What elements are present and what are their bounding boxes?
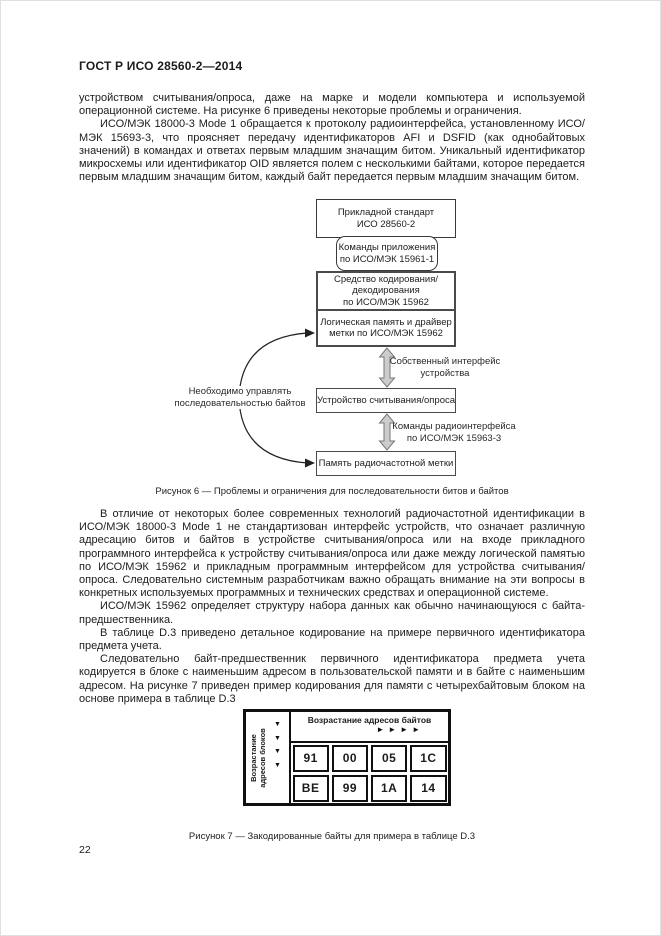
arrowhead-icon — [305, 458, 315, 468]
right-triangle-icons: ►►►► — [376, 725, 424, 734]
byte-axis-label: Возрастание адресов байтов — [307, 715, 432, 725]
figure-7-caption: Рисунок 7 — Закодированные байты для при… — [188, 831, 476, 842]
block-axis-label: Возрастание адресов блоков — [249, 728, 267, 788]
paragraph: ИСО/МЭК 18000-3 Mode 1 обращается к прот… — [79, 118, 585, 184]
down-triangle-icon: ▼ — [274, 734, 281, 742]
byte-cell: 00 — [331, 744, 368, 772]
page-number: 22 — [79, 844, 91, 856]
box-encoder-decoder: Средство кодирования/ декодирования по И… — [316, 271, 456, 311]
text-block-top: устройством считывания/опроса, даже на м… — [79, 92, 585, 184]
byte-cell: 91 — [292, 744, 329, 772]
byte-grid-area: Возрастание адресов байтов ►►►► 91 00 05… — [291, 712, 448, 803]
figure-6-diagram: Прикладной стандарт ИСО 28560-2 Команды … — [1, 196, 660, 484]
paragraph: ИСО/МЭК 15962 определяет структуру набор… — [79, 600, 585, 626]
document-title: ГОСТ Р ИСО 28560-2—2014 — [79, 59, 243, 73]
byte-cells: 91 00 05 1C BE 99 1A 14 — [291, 743, 448, 803]
block-address-axis: Возрастание адресов блоков ▼ ▼ ▼ ▼ — [246, 712, 291, 803]
byte-cell: 1C — [410, 744, 447, 772]
box-logical-memory: Логическая память и драйвер метки по ИСО… — [316, 309, 456, 347]
note-byte-order: Необходимо управлять последовательностью… — [171, 386, 309, 409]
text-block-bottom: В отличие от некоторых более современных… — [79, 508, 585, 706]
figure-6-caption: Рисунок 6 — Проблемы и ограничения для п… — [155, 486, 509, 497]
label-air-interface-commands: Команды радиоинтерфейса по ИСО/МЭК 15963… — [392, 421, 516, 444]
byte-cell: 99 — [331, 774, 368, 802]
box-application-standard: Прикладной стандарт ИСО 28560-2 — [316, 199, 456, 238]
paragraph: Следовательно байт-предшественник первич… — [79, 653, 585, 705]
figure-6-arrows — [238, 328, 396, 468]
paragraph: устройством считывания/опроса, даже на м… — [79, 92, 585, 118]
box-interrogator: Устройство считывания/опроса — [316, 388, 456, 413]
arrowhead-icon — [305, 328, 315, 338]
byte-cell: 14 — [410, 774, 447, 802]
down-triangle-icons: ▼ ▼ ▼ ▼ — [274, 721, 281, 769]
double-arrow-icon — [378, 413, 396, 451]
paragraph: В отличие от некоторых более современных… — [79, 508, 585, 600]
figure-7-byte-table: Возрастание адресов блоков ▼ ▼ ▼ ▼ Возра… — [243, 709, 451, 806]
paragraph: В таблице D.3 приведено детальное кодиро… — [79, 626, 585, 653]
down-triangle-icon: ▼ — [274, 761, 281, 769]
byte-cell: 05 — [371, 744, 408, 772]
label-device-interface: Собственный интерфейс устройства — [389, 356, 501, 379]
curve-arrow-icon — [238, 332, 308, 464]
box-tag-memory: Память радиочастотной метки — [316, 451, 456, 476]
byte-cell: 1A — [371, 774, 408, 802]
double-arrow-icon — [378, 347, 396, 388]
down-triangle-icon: ▼ — [274, 748, 281, 755]
box-application-commands: Команды приложения по ИСО/МЭК 15961-1 — [336, 236, 438, 271]
down-triangle-icon: ▼ — [274, 721, 281, 728]
byte-address-axis: Возрастание адресов байтов ►►►► — [291, 712, 448, 743]
byte-cell: BE — [292, 774, 329, 802]
